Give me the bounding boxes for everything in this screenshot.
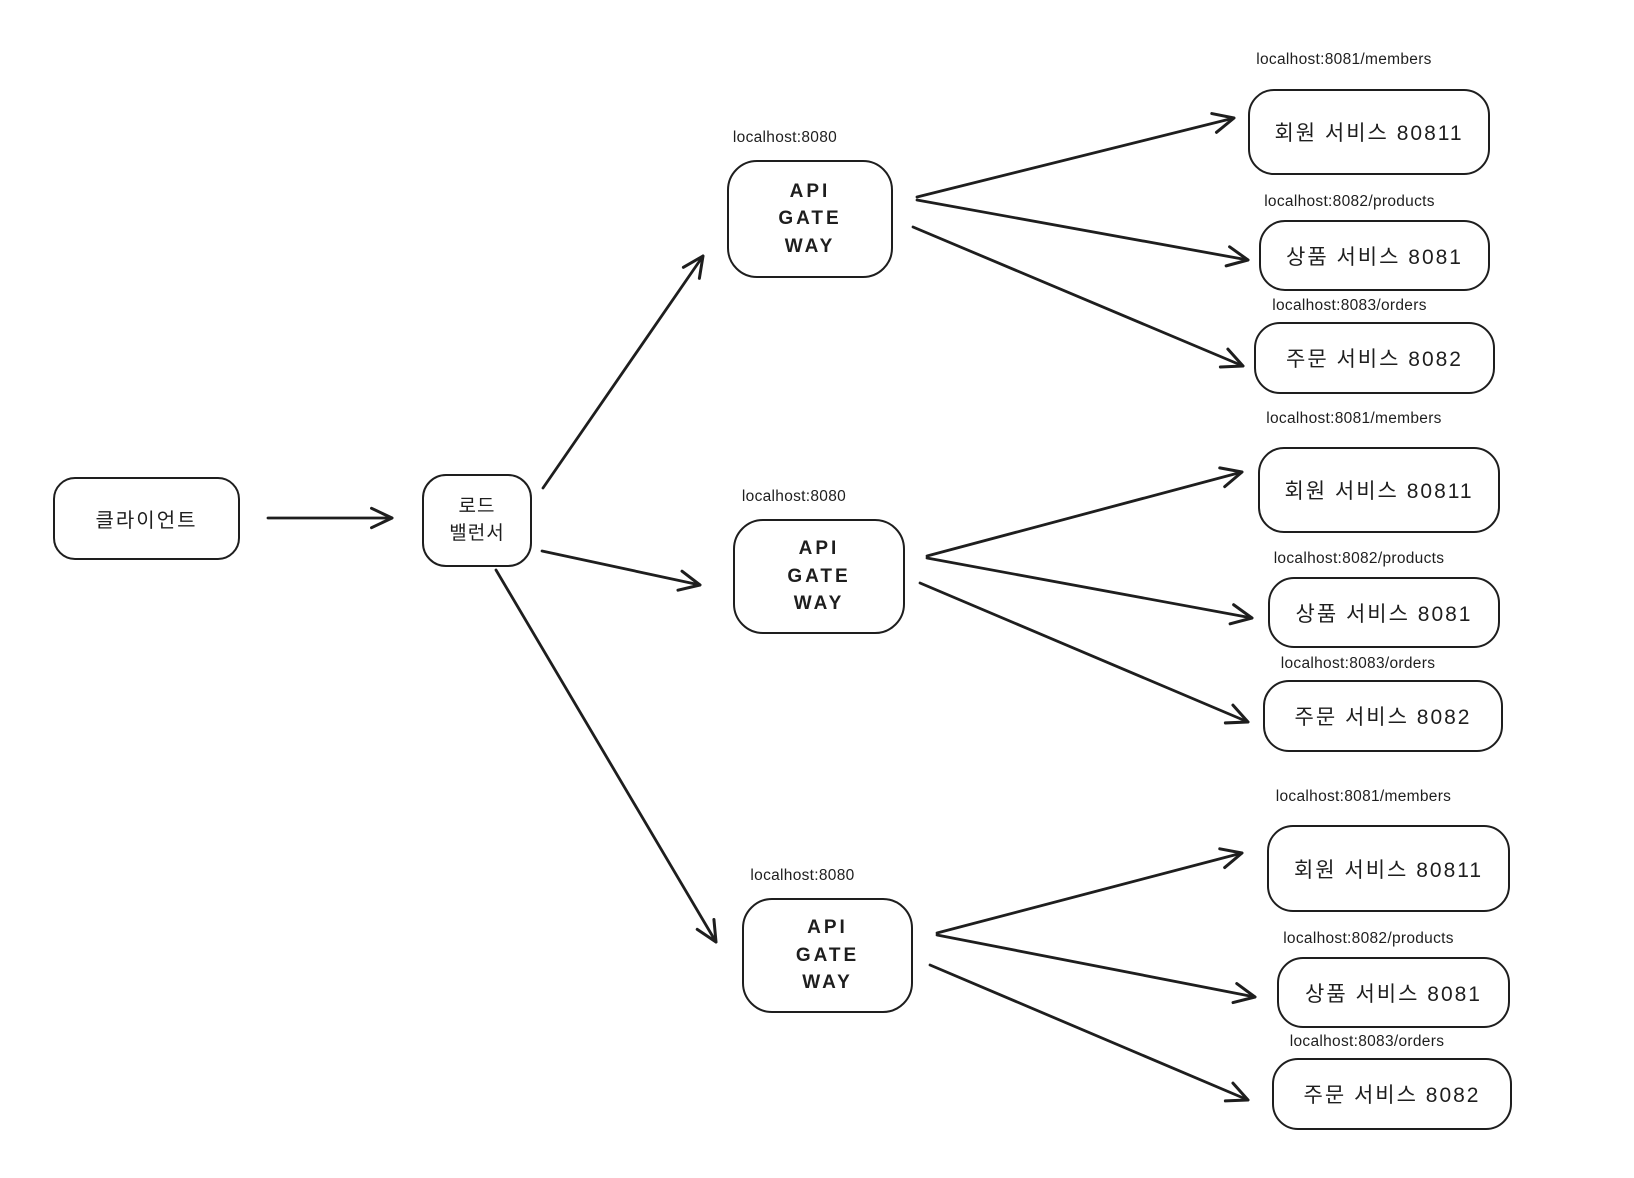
group2-members-service-node: 회원 서비스 80811 (1258, 447, 1500, 533)
load-balancer-node: 로드 밸런서 (422, 474, 532, 567)
group2-orders-url-label: localhost:8083/orders (1280, 655, 1436, 672)
gateway1-url-label: localhost:8080 (732, 129, 838, 146)
group3-orders-service-node: 주문 서비스 8082 (1272, 1058, 1512, 1130)
group2-members-service-label: 회원 서비스 80811 (1284, 480, 1474, 503)
group3-products-service-label: 상품 서비스 8081 (1305, 982, 1482, 1006)
gateway2-label-line1: API (798, 538, 840, 560)
group3-members-service-node: 회원 서비스 80811 (1267, 825, 1510, 912)
group3-members-service-label: 회원 서비스 80811 (1293, 858, 1484, 882)
gateway3-url-label: localhost:8080 (750, 867, 855, 884)
arrow-gateway1-to-products (915, 198, 1250, 268)
gateway1-label-line3: WAY (784, 235, 836, 257)
group3-orders-service-label: 주문 서비스 8082 (1303, 1084, 1481, 1107)
group2-orders-service-node: 주문 서비스 8082 (1263, 680, 1503, 752)
group1-products-service-label: 상품 서비스 8081 (1286, 245, 1463, 269)
group1-products-service-node: 상품 서비스 8081 (1259, 220, 1490, 291)
group1-members-service-label: 회원 서비스 80811 (1274, 122, 1464, 145)
arrow-gateway3-to-orders (928, 963, 1250, 1103)
group2-members-url-label: localhost:8081/members (1266, 410, 1442, 427)
client-node: 클라이언트 (53, 477, 240, 560)
gateway3-label-line1: API (807, 917, 848, 939)
arrow-gateway1-to-orders (911, 225, 1245, 369)
gateway2-label-line3: WAY (793, 593, 845, 615)
group3-orders-url-label: localhost:8083/orders (1289, 1033, 1445, 1050)
arrow-gateway2-to-members (925, 466, 1244, 558)
arrow-gateway1-to-members (915, 112, 1236, 199)
gateway2-url-label: localhost:8080 (741, 488, 847, 505)
arrow-gateway3-to-products (935, 933, 1257, 1005)
group2-products-service-node: 상품 서비스 8081 (1268, 577, 1500, 648)
group2-products-service-label: 상품 서비스 8081 (1295, 602, 1473, 626)
gateway3-label-line3: WAY (802, 972, 853, 994)
group1-orders-url-label: localhost:8083/orders (1272, 297, 1427, 314)
arrow-gateway2-to-products (925, 556, 1254, 626)
group3-members-url-label: localhost:8081/members (1275, 788, 1452, 805)
group1-members-url-label: localhost:8081/members (1256, 51, 1432, 68)
arrow-loadbalancer-to-gateway-2 (540, 549, 702, 592)
gateway3-node: API GATE WAY (742, 898, 913, 1013)
group2-products-url-label: localhost:8082/products (1273, 550, 1445, 567)
gateway3-label-line2: GATE (795, 944, 860, 966)
group1-orders-service-label: 주문 서비스 8082 (1286, 348, 1463, 371)
gateway2-node: API GATE WAY (733, 519, 905, 634)
gateway2-label-line2: GATE (787, 565, 851, 587)
group3-products-service-node: 상품 서비스 8081 (1277, 957, 1510, 1028)
group2-orders-service-label: 주문 서비스 8082 (1294, 706, 1472, 729)
gateway1-node: API GATE WAY (727, 160, 893, 278)
client-label: 클라이언트 (95, 510, 198, 532)
arrow-gateway2-to-orders (918, 581, 1250, 725)
load-balancer-label-line2: 밸런서 (449, 522, 505, 544)
arrow-gateway3-to-members (935, 847, 1244, 935)
gateway1-label-line2: GATE (778, 208, 842, 230)
group1-members-service-node: 회원 서비스 80811 (1248, 89, 1490, 175)
arrow-loadbalancer-to-gateway-1 (541, 254, 705, 490)
group1-orders-service-node: 주문 서비스 8082 (1254, 322, 1495, 394)
group3-products-url-label: localhost:8082/products (1283, 930, 1454, 947)
gateway1-label-line1: API (789, 180, 831, 202)
arrow-loadbalancer-to-gateway-3 (494, 568, 718, 944)
group1-products-url-label: localhost:8082/products (1264, 193, 1435, 210)
load-balancer-label-line1: 로드 (458, 495, 496, 517)
